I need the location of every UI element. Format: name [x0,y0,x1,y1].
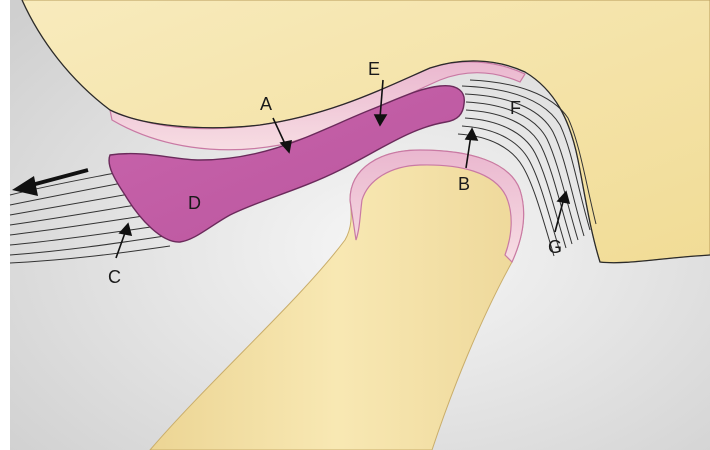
label-c: C [108,267,121,287]
label-b: B [458,174,470,194]
label-e: E [368,59,380,79]
label-a: A [260,94,272,114]
label-g: G [548,237,562,257]
label-d: D [188,193,201,213]
label-f: F [510,98,521,118]
